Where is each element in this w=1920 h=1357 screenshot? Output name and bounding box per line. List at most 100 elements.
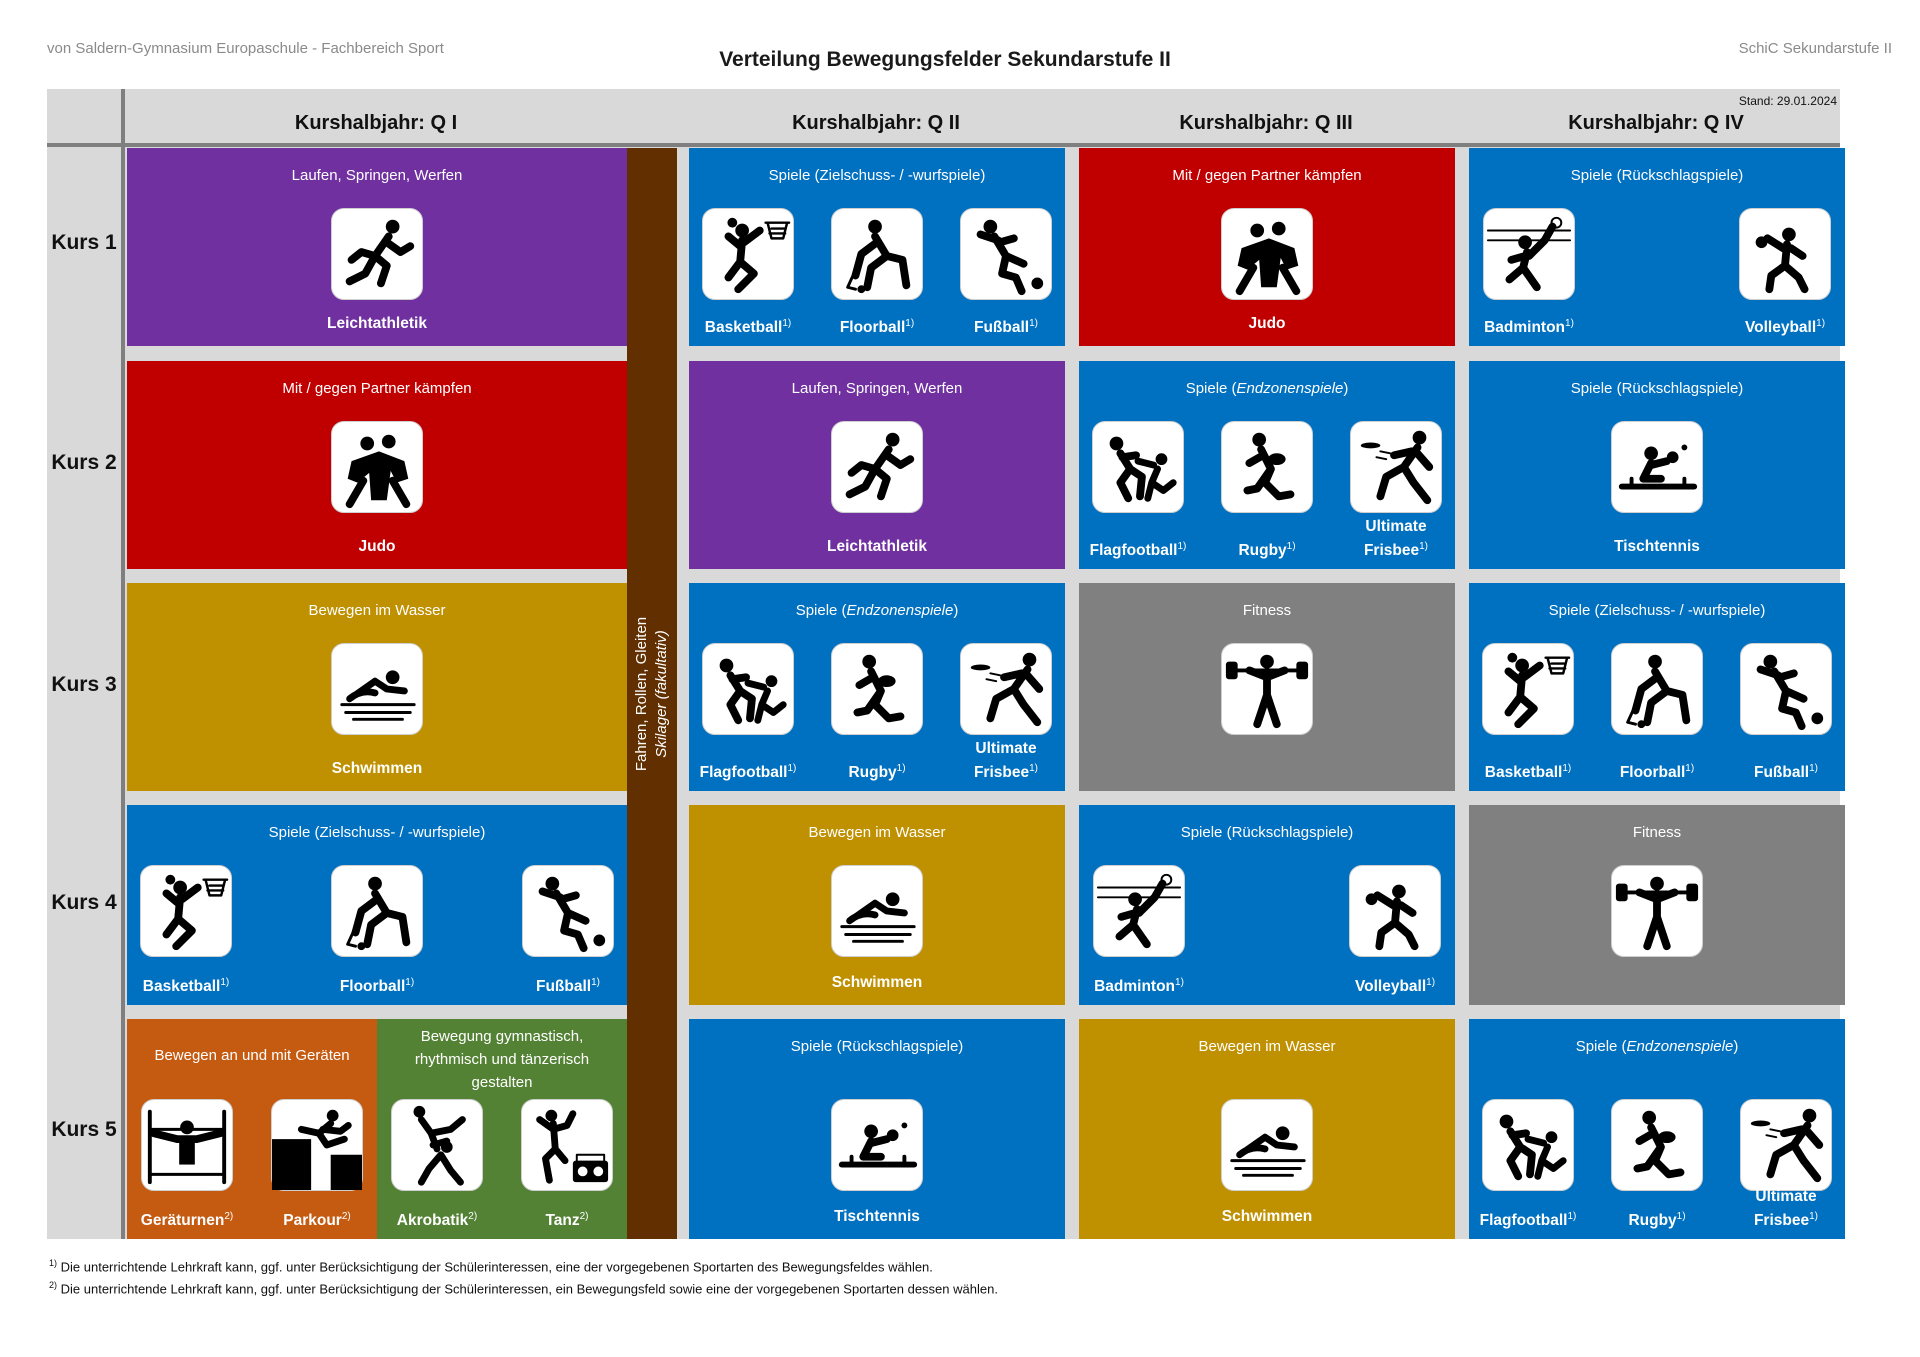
sport-label-fu-ball: Fußball1) xyxy=(1753,763,1818,782)
footnote-mark: 1) xyxy=(405,977,415,988)
bewegungsfeld-title: Spiele (Endzonenspiele) xyxy=(1185,380,1349,397)
footnote-mark: 1) xyxy=(1419,541,1429,552)
document-tag: SchiC Sekundarstufe II xyxy=(1738,40,1892,57)
skilager-bar-text: Fahren, Rollen, Gleiten Skilager (fakult… xyxy=(632,544,672,844)
cell-q1-kurs4: Spiele (Zielschuss- / -wurfspiele)Basket… xyxy=(127,805,627,1005)
footnote-mark: 1) xyxy=(1816,318,1826,329)
swimming-icon xyxy=(831,865,923,957)
bewegungsfeld-title: Spiele (Rückschlagspiele) xyxy=(1570,167,1744,184)
footnote-mark: 1) xyxy=(220,977,230,988)
cell-q2-kurs3: Spiele (Endzonenspiele)Flagfootball1)Rug… xyxy=(689,583,1065,791)
cell-q3-kurs3: Fitness xyxy=(1079,583,1455,791)
bewegungsfeld-title: Bewegen im Wasser xyxy=(308,602,446,619)
sport-label-badminton: Badminton1) xyxy=(1094,977,1184,996)
sport-label-rugby: Rugby1) xyxy=(1628,1211,1686,1230)
cell-q4-kurs2: Spiele (Rückschlagspiele)Tischtennis xyxy=(1469,361,1845,569)
sport-label-ger-turnen: Geräturnen2) xyxy=(140,1211,234,1230)
badminton-icon xyxy=(1483,208,1575,300)
cell-q4-kurs1: Spiele (Rückschlagspiele) Badminton1) Voll… xyxy=(1469,148,1845,346)
kurs-label-2: Kurs 2 xyxy=(51,451,117,474)
sport-label-tanz: Tanz2) xyxy=(545,1211,589,1230)
sport-label-basketball: Basketball1) xyxy=(704,318,792,337)
parkour-icon xyxy=(271,1099,363,1191)
frisbee-icon xyxy=(960,643,1052,735)
halfyear-header-q3: Kurshalbjahr: Q III xyxy=(1179,112,1353,134)
title-emphasis: Endzonenspiele xyxy=(1236,380,1344,397)
bewegungsfeld-title: Bewegen an und mit Geräten xyxy=(154,1047,350,1064)
footnote-mark: 1) xyxy=(1809,1211,1819,1222)
football-icon xyxy=(960,208,1052,300)
judo-icon xyxy=(1221,208,1313,300)
footnote-mark: 1) xyxy=(1029,763,1039,774)
title-emphasis: Endzonenspiele xyxy=(846,602,954,619)
sport-label-basketball: Basketball1) xyxy=(142,977,230,996)
footnote-2: 2) Die unterrichtende Lehrkraft kann, gg… xyxy=(49,1280,998,1296)
column-header-divider xyxy=(47,143,1840,147)
frisbee-icon xyxy=(1350,421,1442,513)
footnote-mark: 2) xyxy=(468,1211,478,1222)
footnote-mark: 1) xyxy=(1177,541,1187,552)
footnote-mark: 1) xyxy=(1567,1211,1577,1222)
flagfootball-icon xyxy=(702,643,794,735)
badminton-icon xyxy=(1093,865,1185,957)
rugby-icon xyxy=(1221,421,1313,513)
acrobatics-icon xyxy=(391,1099,483,1191)
footnote-mark: 1) xyxy=(787,763,797,774)
frisbee-icon xyxy=(1740,1099,1832,1191)
bewegungsfeld-title: Laufen, Springen, Werfen xyxy=(791,380,963,397)
bewegungsfeld-title: Bewegen im Wasser xyxy=(1198,1038,1336,1055)
school-name: von Saldern-Gymnasium Europaschule - Fac… xyxy=(47,40,444,57)
bewegungsfeld-title: Spiele (Zielschuss- / -wurfspiele) xyxy=(768,167,986,184)
sport-label-schwimmen: Schwimmen xyxy=(1221,1208,1313,1225)
rugby-icon xyxy=(1611,1099,1703,1191)
footnote-mark: 1) xyxy=(1175,977,1184,988)
flagfootball-icon xyxy=(1482,1099,1574,1191)
sport-label-volleyball: Volleyball1) xyxy=(1744,318,1826,337)
bewegungsfeld-title: Fitness xyxy=(1242,602,1292,619)
bewegungsfeld-title: Spiele (Rückschlagspiele) xyxy=(790,1038,964,1055)
footnote-mark: 1) xyxy=(905,318,915,329)
sport-label-basketball: Basketball1) xyxy=(1484,763,1572,782)
sport-label-leichtathletik: Leichtathletik xyxy=(827,538,927,555)
footnote-mark: 1) xyxy=(1676,1211,1686,1222)
cell-q2-kurs1: Spiele (Zielschuss- / -wurfspiele) Basket… xyxy=(689,148,1065,346)
table-tennis-icon xyxy=(1611,421,1703,513)
halfyear-header-q1: Kurshalbjahr: Q I xyxy=(294,112,458,134)
footnote-1-text: Die unterrichtende Lehrkraft kann, ggf. … xyxy=(60,1259,933,1275)
swimming-icon xyxy=(331,643,423,735)
footnote-mark: 1) xyxy=(591,977,600,988)
running-icon xyxy=(331,208,423,300)
sport-label-badminton: Badminton1) xyxy=(1484,318,1574,337)
page-title: Verteilung Bewegungsfelder Sekundarstufe… xyxy=(719,48,1171,71)
sport-label-judo: Judo xyxy=(1248,315,1286,332)
cell-q2-kurs5: Spiele (Rückschlagspiele)Tischtennis xyxy=(689,1019,1065,1239)
title-emphasis: Endzonenspiele xyxy=(1626,1038,1734,1055)
volleyball-icon xyxy=(1349,865,1441,957)
flagfootball-icon xyxy=(1092,421,1184,513)
swimming-icon xyxy=(1221,1099,1313,1191)
basketball-icon xyxy=(140,865,232,957)
sport-label-schwimmen: Schwimmen xyxy=(831,974,923,991)
footnote-mark: 2) xyxy=(579,1211,589,1222)
floorball-icon xyxy=(1611,643,1703,735)
footnote-mark: 1) xyxy=(896,763,906,774)
footnote-mark: 1) xyxy=(1809,763,1818,774)
kurs-label-3: Kurs 3 xyxy=(51,673,117,696)
weightlifting-icon xyxy=(1611,865,1703,957)
sport-label-flagfootball: Flagfootball1) xyxy=(1089,541,1187,560)
bewegungsfeld-title: Mit / gegen Partner kämpfen xyxy=(282,380,472,397)
footnote-mark: 2) xyxy=(341,1211,351,1222)
footnote-mark: 1) xyxy=(1565,318,1574,329)
bewegungsfeld-title: Spiele (Rückschlagspiele) xyxy=(1570,380,1744,397)
footnote-mark: 1) xyxy=(1562,763,1572,774)
footnote-1-mark: 1) xyxy=(49,1258,58,1268)
cell-q4-kurs3: Spiele (Zielschuss- / -wurfspiele)Basket… xyxy=(1469,583,1845,791)
